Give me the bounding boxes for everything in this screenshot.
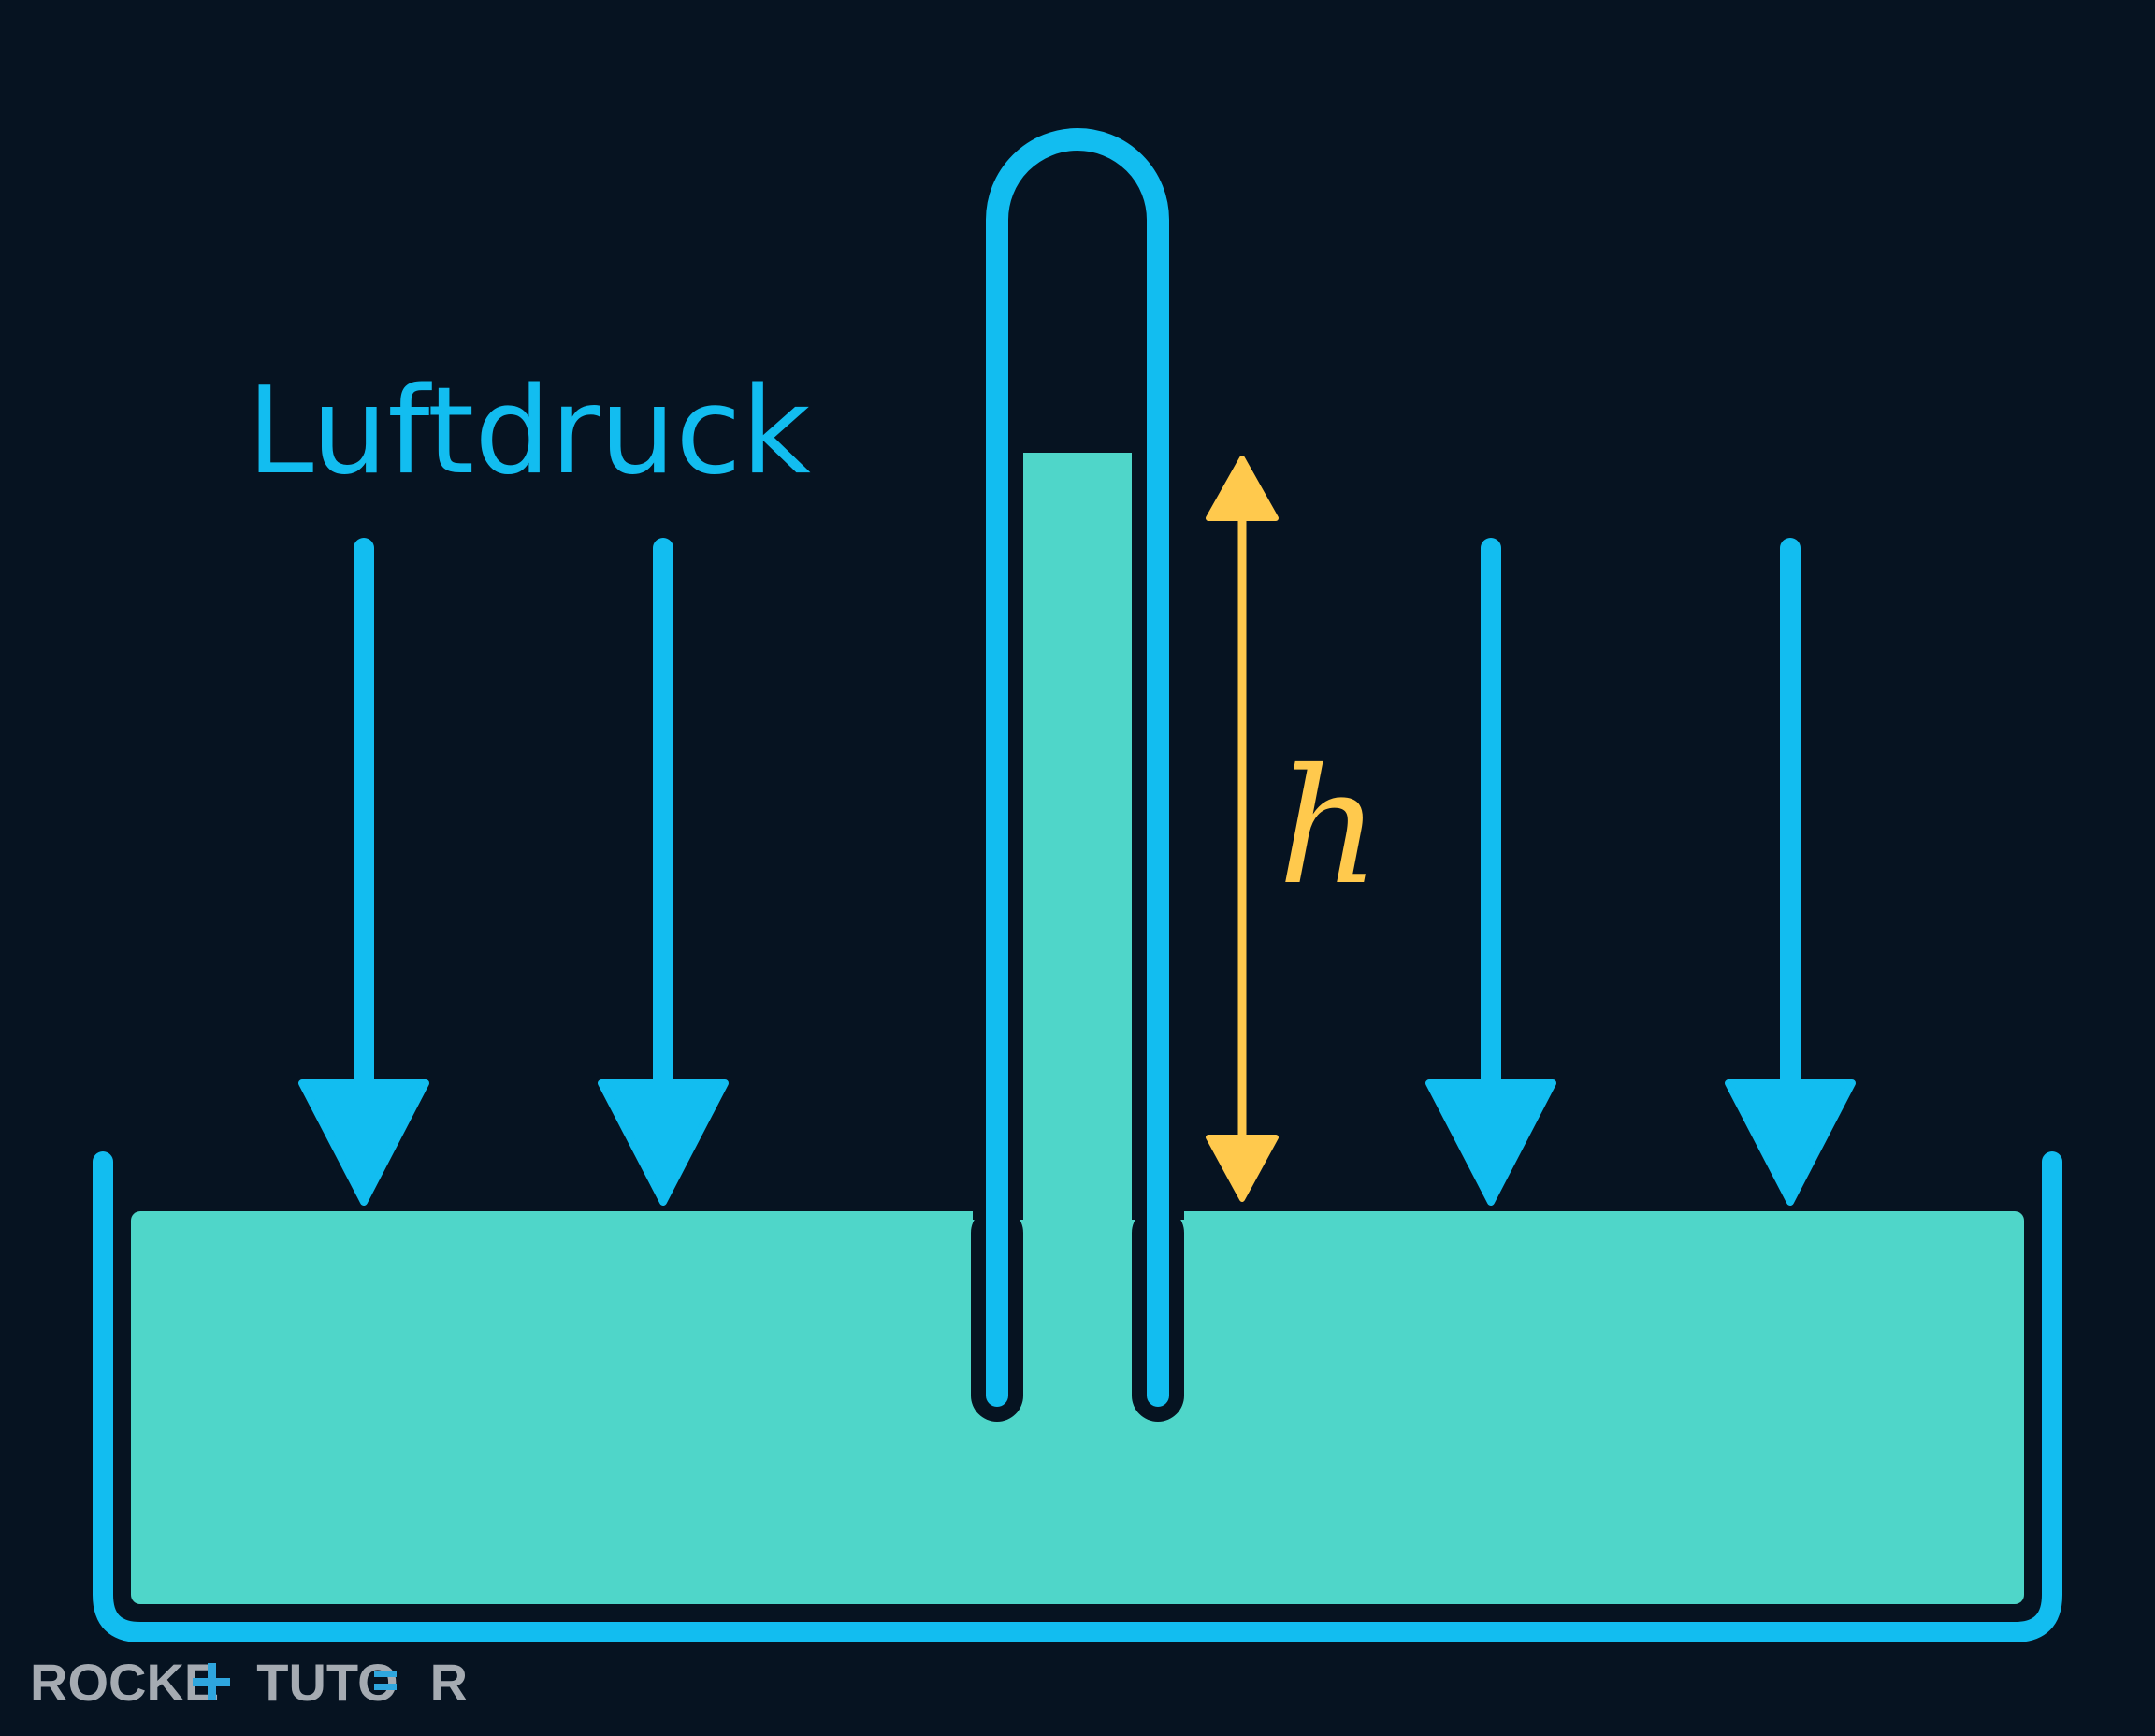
air-pressure-arrow <box>1725 538 1856 1206</box>
air-pressure-arrow <box>298 538 429 1206</box>
logo-text-part2: TUTO <box>256 1653 398 1712</box>
mercury-column <box>1023 453 1132 1425</box>
tube-outline <box>986 128 1169 1407</box>
rocket-tutor-logo: ROCKE TUTO R <box>30 1653 468 1712</box>
air-pressure-arrow <box>1425 538 1556 1206</box>
logo-bars-icon <box>374 1671 397 1690</box>
height-measure-arrow <box>1206 456 1279 1202</box>
basin-outline <box>93 1151 2062 1642</box>
air-pressure-arrow <box>598 538 729 1206</box>
logo-text-part3: R <box>430 1653 468 1712</box>
logo-plus-icon <box>193 1663 230 1700</box>
height-label: h <box>1278 735 1381 920</box>
air-pressure-label: Luftdruck <box>247 362 811 501</box>
logo-text-part1: ROCKE <box>30 1653 219 1712</box>
